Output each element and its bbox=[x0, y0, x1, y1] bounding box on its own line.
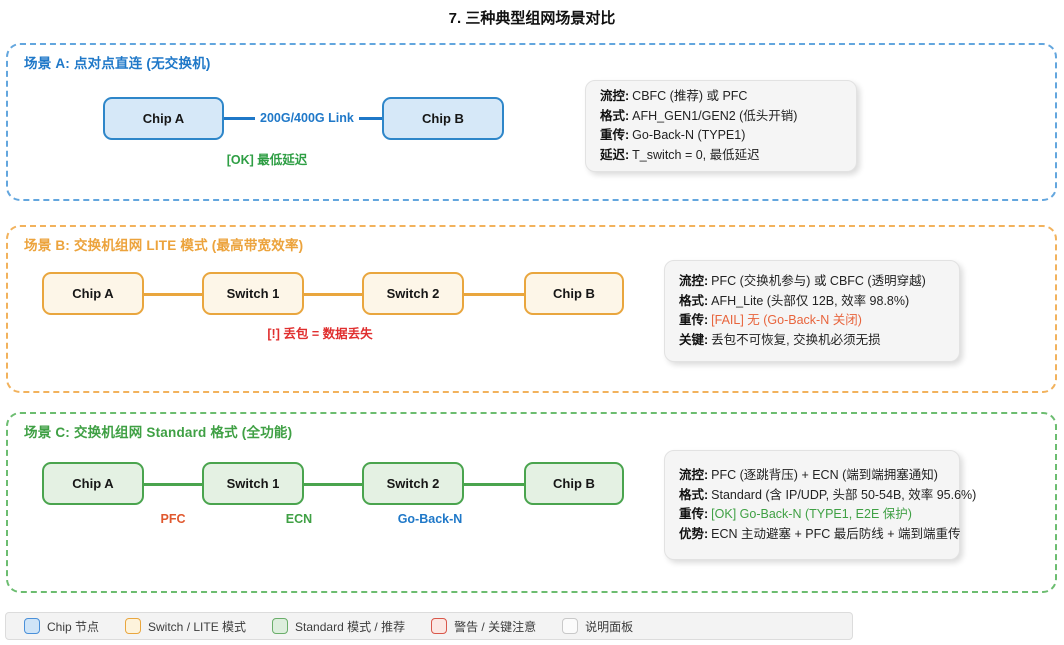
info-label: 重传: bbox=[600, 128, 630, 142]
info-value-ok: [OK] Go-Back-N (TYPE1, E2E 保护) bbox=[711, 507, 912, 521]
info-panel-b: 流控:PFC (交换机参与) 或 CBFC (透明穿越) 格式:AFH_Lite… bbox=[664, 260, 960, 362]
info-label: 重传: bbox=[679, 507, 709, 521]
info-row: 格式:Standard (含 IP/UDP, 头部 50-54B, 效率 95.… bbox=[679, 486, 976, 506]
info-value: CBFC (推荐) 或 PFC bbox=[632, 89, 748, 103]
scenario-c-link-2 bbox=[302, 483, 364, 486]
info-label: 延迟: bbox=[600, 147, 630, 162]
node-chip-b: Chip B bbox=[524, 462, 624, 505]
scenario-a-heading: 场景 A: 点对点直连 (无交换机) bbox=[24, 56, 211, 71]
info-value: Standard (含 IP/UDP, 头部 50-54B, 效率 95.6%) bbox=[711, 487, 977, 502]
scenario-b-heading: 场景 B: 交换机组网 LITE 模式 (最高带宽效率) bbox=[24, 238, 304, 253]
info-value: 丢包不可恢复, 交换机必须无损 bbox=[711, 332, 881, 347]
info-panel-c: 流控:PFC (逐跳背压) + ECN (端到端拥塞通知) 格式:Standar… bbox=[664, 450, 976, 560]
info-value: ECN 主动避塞 + PFC 最后防线 + 端到端重传 bbox=[711, 526, 961, 541]
info-label: 流控: bbox=[679, 468, 709, 482]
scenario-b-link-2 bbox=[302, 293, 364, 296]
scenario-b-warning: [!] 丢包 = 数据丢失 bbox=[267, 327, 373, 341]
legend-label: Standard 模式 / 推荐 bbox=[295, 619, 406, 634]
warning-swatch-icon bbox=[431, 618, 448, 634]
info-label: 关键: bbox=[679, 332, 709, 347]
info-value: AFH_GEN1/GEN2 (低头开销) bbox=[632, 108, 798, 123]
info-row: 优势:ECN 主动避塞 + PFC 最后防线 + 端到端重传 bbox=[679, 525, 961, 545]
scenario-c-link-1 bbox=[142, 483, 204, 486]
info-row: 关键:丢包不可恢复, 交换机必须无损 bbox=[679, 331, 945, 351]
node-chip-b: Chip B bbox=[524, 272, 624, 315]
node-chip-b: Chip B bbox=[382, 97, 504, 140]
panel-scenario-b: 场景 B: 交换机组网 LITE 模式 (最高带宽效率) Chip A Swit… bbox=[6, 225, 1057, 393]
info-panel-swatch-icon bbox=[562, 618, 579, 634]
info-row: 流控:PFC (交换机参与) 或 CBFC (透明穿越) bbox=[679, 272, 945, 292]
scenario-a-ok-note: [OK] 最低延迟 bbox=[226, 153, 308, 167]
info-row: 格式:AFH_GEN1/GEN2 (低头开销) bbox=[600, 107, 842, 127]
info-label: 格式: bbox=[679, 293, 709, 308]
info-value: Go-Back-N (TYPE1) bbox=[632, 128, 746, 142]
node-switch-1: Switch 1 bbox=[202, 462, 304, 505]
info-row: 流控:CBFC (推荐) 或 PFC bbox=[600, 87, 842, 107]
legend-item-chip: Chip 节点 bbox=[24, 618, 99, 635]
info-row: 重传:Go-Back-N (TYPE1) bbox=[600, 126, 842, 146]
chip-node-swatch-icon bbox=[24, 618, 40, 634]
info-label: 格式: bbox=[679, 487, 709, 502]
info-value: T_switch = 0, 最低延迟 bbox=[632, 147, 760, 162]
info-label: 流控: bbox=[600, 89, 630, 103]
legend-label: 警告 / 关键注意 bbox=[454, 619, 537, 634]
legend-item-switch-lite: Switch / LITE 模式 bbox=[125, 618, 246, 635]
info-value-fail: [FAIL] 无 (Go-Back-N 关闭) bbox=[711, 313, 862, 327]
edge-tag-ecn: ECN bbox=[285, 512, 313, 526]
legend-label: 说明面板 bbox=[585, 619, 634, 634]
node-chip-a: Chip A bbox=[42, 462, 144, 505]
scenario-b-link-1 bbox=[142, 293, 204, 296]
info-label: 格式: bbox=[600, 108, 630, 123]
node-switch-2: Switch 2 bbox=[362, 272, 464, 315]
edge-tag-pfc: PFC bbox=[160, 512, 186, 526]
node-switch-2: Switch 2 bbox=[362, 462, 464, 505]
legend-bar: Chip 节点 Switch / LITE 模式 Standard 模式 / 推… bbox=[5, 612, 853, 640]
info-row: 格式:AFH_Lite (头部仅 12B, 效率 98.8%) bbox=[679, 292, 945, 312]
standard-mode-swatch-icon bbox=[272, 618, 289, 634]
scenario-c-link-3 bbox=[462, 483, 526, 486]
info-row: 延迟:T_switch = 0, 最低延迟 bbox=[600, 146, 842, 166]
legend-label: Switch / LITE 模式 bbox=[148, 619, 247, 634]
scenario-b-link-3 bbox=[462, 293, 526, 296]
legend-item-warning: 警告 / 关键注意 bbox=[431, 618, 536, 635]
info-label: 流控: bbox=[679, 274, 709, 288]
info-value: PFC (逐跳背压) + ECN (端到端拥塞通知) bbox=[711, 468, 938, 482]
info-panel-a: 流控:CBFC (推荐) 或 PFC 格式:AFH_GEN1/GEN2 (低头开… bbox=[585, 80, 857, 172]
info-row: 重传:[OK] Go-Back-N (TYPE1, E2E 保护) bbox=[679, 505, 945, 525]
node-chip-a: Chip A bbox=[42, 272, 144, 315]
switch-lite-swatch-icon bbox=[125, 618, 142, 634]
panel-scenario-a: 场景 A: 点对点直连 (无交换机) Chip A Chip B 200G/40… bbox=[6, 43, 1057, 201]
node-switch-1: Switch 1 bbox=[202, 272, 304, 315]
info-label: 重传: bbox=[679, 313, 709, 327]
scenario-c-heading: 场景 C: 交换机组网 Standard 格式 (全功能) bbox=[24, 425, 293, 440]
info-row: 流控:PFC (逐跳背压) + ECN (端到端拥塞通知) bbox=[679, 466, 945, 486]
legend-item-standard: Standard 模式 / 推荐 bbox=[272, 618, 405, 635]
legend-label: Chip 节点 bbox=[47, 619, 100, 634]
info-value: PFC (交换机参与) 或 CBFC (透明穿越) bbox=[711, 274, 926, 288]
legend-item-info-panel: 说明面板 bbox=[562, 618, 633, 635]
info-value: AFH_Lite (头部仅 12B, 效率 98.8%) bbox=[711, 293, 910, 308]
scenario-a-link-label: 200G/400G Link bbox=[255, 111, 359, 125]
node-chip-a: Chip A bbox=[103, 97, 224, 140]
info-row: 重传:[FAIL] 无 (Go-Back-N 关闭) bbox=[679, 311, 945, 331]
panel-scenario-c: 场景 C: 交换机组网 Standard 格式 (全功能) Chip A Swi… bbox=[6, 412, 1057, 593]
info-label: 优势: bbox=[679, 526, 709, 541]
page-title: 7. 三种典型组网场景对比 bbox=[448, 10, 616, 27]
edge-tag-go-back-n: Go-Back-N bbox=[397, 512, 463, 526]
